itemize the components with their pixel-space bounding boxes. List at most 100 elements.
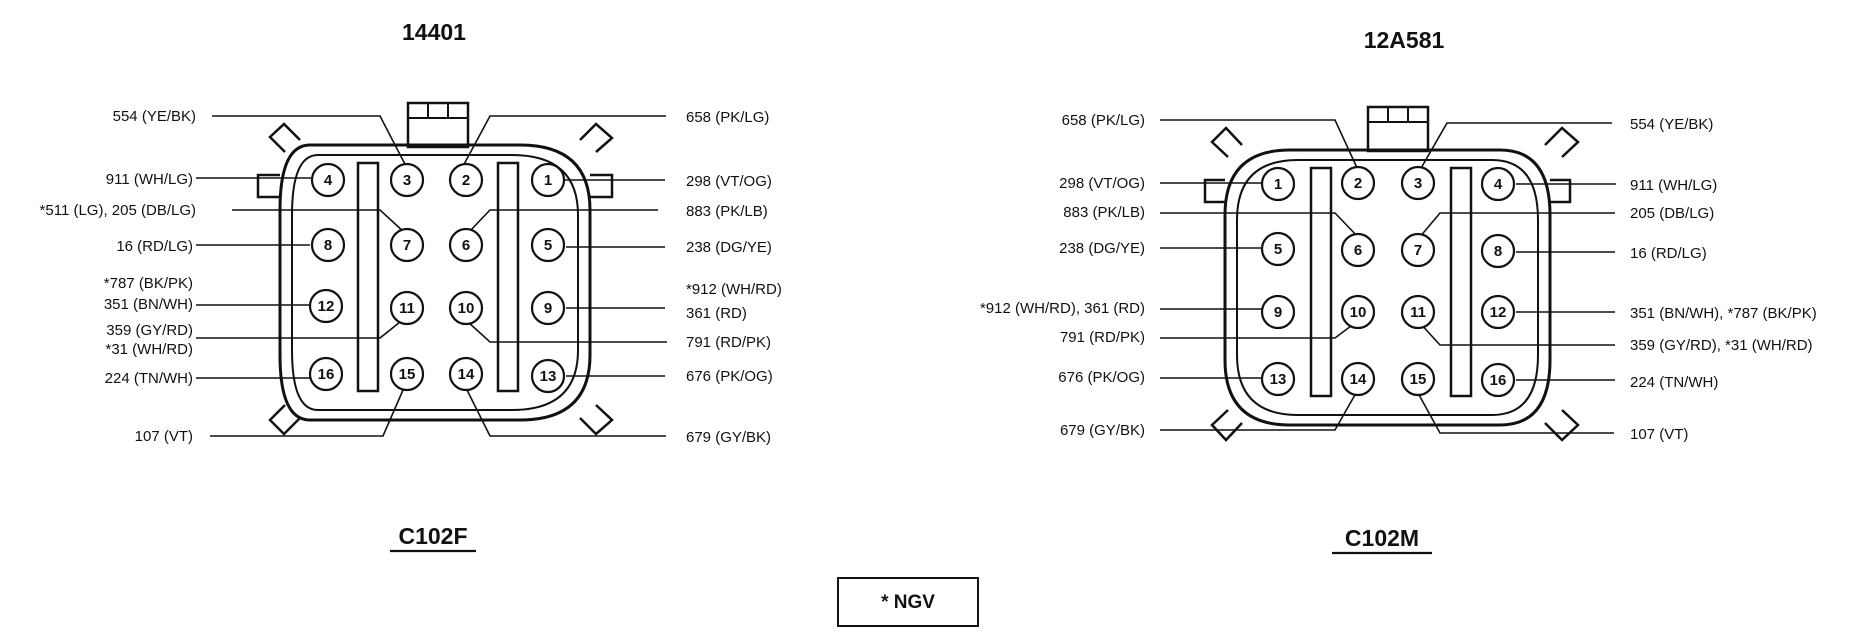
pin-16: 16 <box>308 356 344 392</box>
pin-1: 1 <box>1260 166 1296 202</box>
svg-text:3: 3 <box>1414 175 1422 192</box>
svg-text:13: 13 <box>1270 371 1287 388</box>
pin-label-16: 224 (TN/WH) <box>105 370 193 387</box>
pin-7: 7 <box>389 227 425 263</box>
pin-14: 14 <box>1340 361 1376 397</box>
pin-6: 6 <box>448 227 484 263</box>
wire-pin-15 <box>1417 392 1614 434</box>
pin-label-3: 554 (YE/BK) <box>1630 116 1713 133</box>
wire-pin-6 <box>467 209 658 234</box>
pin-label-2: 658 (PK/LG) <box>686 109 769 126</box>
pin-label-6: 883 (PK/LB) <box>1063 204 1145 221</box>
wire-pin-15 <box>210 389 404 437</box>
pin-label-10: 791 (RD/PK) <box>1060 329 1145 346</box>
pin-label-11: 359 (GY/RD), *31 (WH/RD) <box>1630 337 1813 354</box>
pin-9: 9 <box>1260 294 1296 330</box>
wire-pin-3 <box>1419 122 1612 171</box>
pin-label-12: 351 (BN/WH) <box>104 296 193 313</box>
svg-text:14: 14 <box>458 366 475 383</box>
pin-label-11-extra: *31 (WH/RD) <box>105 341 193 358</box>
pin-label-14: 679 (GY/BK) <box>686 429 771 446</box>
wire-pin-7 <box>232 209 406 234</box>
svg-text:4: 4 <box>1494 176 1503 193</box>
pin-label-9: 361 (RD) <box>686 305 747 322</box>
pin-8: 8 <box>1480 233 1516 269</box>
wire-pin-2 <box>1160 119 1359 171</box>
pin-label-15: 107 (VT) <box>135 428 193 445</box>
wire-pin-2 <box>461 115 666 169</box>
pin-12: 12 <box>308 288 344 324</box>
wire-pin-10 <box>1160 319 1360 339</box>
legend-box: * NGV <box>837 577 979 627</box>
connector-c102m: 12A581 1 2 3 4 5 <box>980 27 1817 555</box>
svg-text:12: 12 <box>1490 304 1507 321</box>
pin-13: 13 <box>530 358 566 394</box>
svg-text:2: 2 <box>1354 175 1362 192</box>
pin-10: 10 <box>448 290 484 326</box>
svg-text:13: 13 <box>540 368 557 385</box>
pin-label-14: 679 (GY/BK) <box>1060 422 1145 439</box>
svg-text:15: 15 <box>399 366 416 383</box>
svg-text:11: 11 <box>399 300 415 317</box>
svg-text:5: 5 <box>544 237 552 254</box>
pin-5: 5 <box>530 227 566 263</box>
legend-ngv: * NGV <box>881 592 935 613</box>
svg-text:7: 7 <box>403 237 411 254</box>
pin-label-6: 883 (PK/LB) <box>686 203 768 220</box>
pin-label-5: 238 (DG/YE) <box>1059 240 1145 257</box>
wire-pin-6 <box>1160 212 1360 239</box>
svg-text:14: 14 <box>1350 371 1367 388</box>
svg-text:10: 10 <box>458 300 475 317</box>
pin-label-7: 205 (DB/LG) <box>1630 205 1714 222</box>
svg-text:3: 3 <box>403 172 411 189</box>
svg-text:8: 8 <box>1494 243 1502 260</box>
pin-11: 11 <box>389 290 425 326</box>
pin-6: 6 <box>1340 232 1376 268</box>
connector-name-left: C102F <box>398 523 467 549</box>
wire-pin-10 <box>467 321 667 343</box>
wire-pin-11 <box>196 317 406 339</box>
wire-pin-7 <box>1418 212 1615 239</box>
svg-text:15: 15 <box>1410 371 1427 388</box>
svg-text:9: 9 <box>544 300 552 317</box>
pin-label-16: 224 (TN/WH) <box>1630 374 1718 391</box>
wire-pin-11 <box>1418 321 1615 346</box>
pin-15: 15 <box>1400 361 1436 397</box>
pin-label-8: 16 (RD/LG) <box>1630 245 1707 262</box>
pin-2: 2 <box>448 162 484 198</box>
pin-label-10: 791 (RD/PK) <box>686 334 771 351</box>
pin-label-12-extra: *787 (BK/PK) <box>104 275 193 292</box>
pin-12: 12 <box>1480 294 1516 330</box>
svg-text:16: 16 <box>318 366 335 383</box>
svg-text:6: 6 <box>462 237 470 254</box>
svg-text:11: 11 <box>1410 304 1426 321</box>
svg-text:2: 2 <box>462 172 470 189</box>
pin-1: 1 <box>530 162 566 198</box>
wire-pin-14 <box>466 389 666 437</box>
part-number-right: 12A581 <box>1364 27 1445 53</box>
pin-label-3: 554 (YE/BK) <box>113 108 196 125</box>
svg-text:10: 10 <box>1350 304 1367 321</box>
pin-3: 3 <box>389 162 425 198</box>
svg-text:5: 5 <box>1274 241 1282 258</box>
pin-5: 5 <box>1260 231 1296 267</box>
connector-name-right: C102M <box>1345 525 1419 551</box>
pin-15: 15 <box>389 356 425 392</box>
pin-3: 3 <box>1400 165 1436 201</box>
pin-label-7: *511 (LG), 205 (DB/LG) <box>40 202 196 219</box>
svg-text:7: 7 <box>1414 242 1422 259</box>
pin-14: 14 <box>448 356 484 392</box>
svg-text:4: 4 <box>324 172 333 189</box>
svg-text:1: 1 <box>544 172 552 189</box>
pin-16: 16 <box>1480 362 1516 398</box>
pin-label-4: 911 (WH/LG) <box>1630 177 1717 194</box>
pin-label-1: 298 (VT/OG) <box>1059 175 1145 192</box>
pin-label-13: 676 (PK/OG) <box>1058 369 1145 386</box>
pin-label-5: 238 (DG/YE) <box>686 239 772 256</box>
pin-label-9-extra: *912 (WH/RD) <box>686 281 782 298</box>
pin-2: 2 <box>1340 165 1376 201</box>
pin-label-8: 16 (RD/LG) <box>116 238 193 255</box>
svg-text:16: 16 <box>1490 372 1507 389</box>
pin-label-2: 658 (PK/LG) <box>1062 112 1145 129</box>
